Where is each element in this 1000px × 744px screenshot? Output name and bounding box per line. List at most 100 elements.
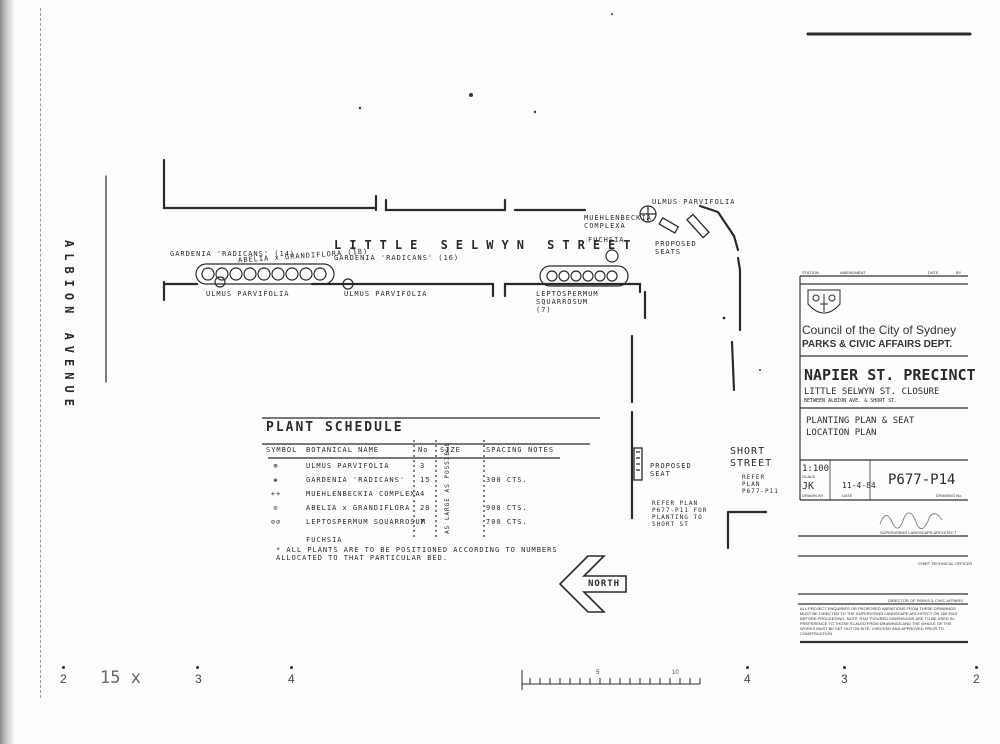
amend-amendment: AMENDMENT [840, 270, 866, 275]
bed-abelia-gardenia [195, 263, 335, 285]
plan-title-line-2: LOCATION PLAN [806, 428, 877, 438]
schedule-title: PLANT SCHEDULE [266, 420, 404, 435]
row-spacing: 300 CTS. [486, 476, 528, 484]
leptospermum-symbol-icon: ⊙⊙ [270, 518, 282, 526]
schedule-row: FUCHSIA [268, 536, 342, 544]
title-block-frame [798, 275, 968, 644]
kerb-bottom [162, 280, 647, 320]
project-title: NAPIER ST. PRECINCT [804, 366, 976, 384]
schedule-row: ❀ GARDENIA 'RADICANS' 15 300 CTS. [268, 476, 526, 484]
schedule-row: ++ MUEHLENBECKIA COMPLEXA 4 [268, 490, 424, 498]
drawn-by-label: DRAWN BY [802, 493, 824, 498]
row-spacing: 700 CTS. [486, 518, 528, 526]
tick-dot [975, 666, 978, 669]
project-subtitle: LITTLE SELWYN ST. CLOSURE [804, 387, 940, 397]
role-chief: CHIEF TECHNICAL OFFICER [918, 561, 973, 566]
council-name: Council of the City of Sydney [802, 323, 957, 337]
disclaimer: ALL PROJECT ENQUIRIES OR PROPOSED VARIAT… [800, 606, 958, 636]
row-no: 7 [420, 518, 426, 526]
label-proposed-seat: PROPOSED SEAT [650, 462, 692, 478]
tick-dot [62, 666, 65, 669]
amend-date: DATE [928, 270, 939, 275]
row-name: GARDENIA 'RADICANS' [306, 476, 406, 484]
label-fuchsia: FUCHSIA [588, 236, 625, 244]
row-name: MUEHLENBECKIA COMPLEXA [306, 490, 421, 498]
sheet-mark-2: 3 [195, 672, 202, 686]
kerb-top [162, 158, 740, 252]
schedule-header-no: No [418, 446, 429, 454]
sheet-mark-3: 4 [288, 672, 295, 686]
abelia-symbol-icon: ⊙ [273, 504, 279, 512]
north-arrow [558, 555, 627, 613]
sheet-mark-4: 4 [744, 672, 751, 686]
north-label: NORTH [588, 579, 621, 589]
schedule-footnote: * ALL PLANTS ARE TO BE POSITIONED ACCORD… [276, 546, 558, 562]
amend-station: STATION [802, 270, 819, 275]
sheet-mark-6: 2 [973, 672, 980, 686]
scale-label: SCALE [802, 474, 816, 479]
label-proposed-seats: PROPOSED SEATS [655, 240, 697, 256]
tick-dot [196, 666, 199, 669]
row-name: ABELIA x GRANDIFLORA [306, 504, 411, 512]
sheet-mark-15x: 15 x [100, 668, 141, 688]
date-label: DATE [842, 493, 853, 498]
scale-bar-10: 10 [672, 670, 679, 676]
note-refer-plan: REFER PLAN P677-P11 FOR PLANTING TO SHOR… [652, 500, 708, 528]
schedule-row: ⊕ ULMUS PARVIFOLIA 3 [268, 462, 424, 470]
department: PARKS & CIVIC AFFAIRS DEPT. [802, 339, 953, 350]
schedule-header-size: SIZE [440, 446, 461, 454]
sheet-mark-1: 2 [60, 672, 67, 686]
schedule-frame [262, 417, 600, 540]
drawn-by-value: JK [802, 481, 815, 492]
scale-bar-5: 5 [596, 670, 600, 676]
label-gardenia-mid: GARDENIA 'RADICANS' (16) [334, 254, 460, 262]
schedule-header-botanical: BOTANICAL NAME [306, 446, 380, 454]
tick-dot [843, 666, 846, 669]
row-name: FUCHSIA [306, 536, 343, 544]
gardenia-symbol-icon: ❀ [273, 476, 279, 484]
label-ulmus-left: ULMUS PARVIFOLIA [206, 290, 290, 298]
short-street-ref: REFER PLAN P677-P11 [742, 474, 779, 495]
muehlenbeckia-symbol-icon: ++ [270, 490, 282, 498]
street-little-selwyn: LITTLE SELWYN STREET [334, 238, 639, 252]
row-no: 20 [420, 504, 431, 512]
scale-bar [521, 670, 701, 690]
scanned-edge [0, 0, 14, 744]
row-no: 15 [420, 476, 431, 484]
row-name: LEPTOSPERMUM SQUARROSUM [306, 518, 426, 526]
tree-bed-mid [342, 278, 354, 290]
row-no: 3 [420, 462, 426, 470]
schedule-row: ⊙ ABELIA x GRANDIFLORA 20 900 CTS. [268, 504, 526, 512]
street-short: SHORT STREET [730, 446, 773, 469]
label-ulmus-mid: ULMUS PARVIFOLIA [344, 290, 428, 298]
tree-bed-left [214, 276, 226, 288]
amend-by: BY [956, 270, 962, 275]
corner-wall [630, 256, 768, 550]
drawing-number: P677-P14 [888, 472, 956, 488]
schedule-header-spacing: SPACING [486, 446, 523, 454]
date-value: 11-4-84 [842, 481, 876, 490]
council-crest [807, 289, 841, 314]
drawing-number-label: DRAWING No. [936, 493, 963, 498]
tick-dot [746, 666, 749, 669]
schedule-header-symbol: SYMBOL [266, 446, 298, 454]
label-ulmus-corner: ULMUS PARVIFOLIA [652, 198, 736, 206]
margin-line [40, 8, 41, 698]
label-leptospermum: LEPTOSPERMUM SQUARROSUM (7) [536, 290, 599, 314]
tree-symbol-icon: ⊕ [273, 462, 279, 470]
scan-specks [358, 13, 761, 371]
tick-dot [290, 666, 293, 669]
row-spacing: 900 CTS. [486, 504, 528, 512]
label-gardenia-left: GARDENIA 'RADICANS' (14) [170, 250, 296, 258]
scale-value: 1:100 [802, 464, 830, 474]
role-supervising: SUPERVISING LANDSCAPE ARCHITECT [880, 530, 957, 535]
schedule-size-note: AS LARGE AS POSSIBLE [444, 441, 451, 534]
tree-symbols [214, 205, 657, 290]
bed-leptospermum [539, 265, 629, 287]
sheet-mark-5: 3 [841, 672, 848, 686]
schedule-row: ⊙⊙ LEPTOSPERMUM SQUARROSUM 7 700 CTS. [268, 518, 527, 526]
project-between: BETWEEN ALBION AVE. & SHORT ST. [804, 398, 898, 404]
schedule-header-notes: NOTES [528, 446, 555, 454]
